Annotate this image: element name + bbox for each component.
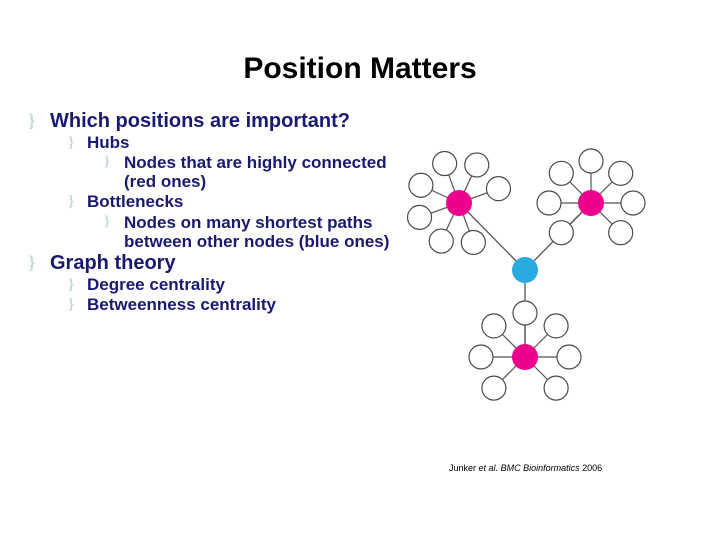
citation-year: 2006 [582,463,603,473]
network-node-satellite[interactable] [556,344,582,370]
bullet-marker-icon: } [68,134,75,152]
bullet-text: Nodes on many shortest paths between oth… [124,212,390,251]
bullet-marker-icon: } [28,252,36,274]
network-node-satellite[interactable] [408,172,434,198]
bullet-marker-icon: } [104,213,110,230]
bullet-text: Nodes that are highly connected (red one… [124,153,387,192]
bullet-marker-icon: } [68,275,75,293]
bullet-text: Hubs [87,133,130,153]
network-node-satellite[interactable] [406,204,433,230]
bullet-item-bottlenecks: } Bottlenecks [68,192,418,211]
network-node-hub[interactable]: hub node (red) [578,190,604,216]
network-node-satellite[interactable] [608,160,634,186]
network-node-satellite[interactable] [464,152,490,178]
bullet-text: Betweenness centrality [87,295,276,314]
bullet-text: Degree centrality [87,274,225,294]
bullet-item-hubs: } Hubs [68,133,418,152]
network-graph-svg: hub node (red) hub node (red) hub node (re… [406,148,646,401]
bullet-item-degree-centrality: } Degree centrality [68,275,418,294]
network-node-bottleneck[interactable]: bottleneck node (blue) [512,257,538,283]
network-node-hub[interactable]: hub node (red) [446,190,472,216]
network-node-satellite[interactable] [536,190,562,216]
network-edge-backbone [458,202,526,271]
bullet-text: Which positions are important? [50,110,351,132]
bullet-item-which-positions: } Which positions are important? [28,110,418,132]
network-node-hub[interactable]: hub node (red) [512,344,538,370]
network-node-satellite[interactable] [543,375,569,401]
network-nodes-layer: hub node (red) hub node (red) hub node (re… [406,148,646,401]
page-title: Position Matters [243,52,477,85]
network-node-satellite[interactable] [543,313,569,339]
citation-etal: et al. [478,463,499,473]
bullet-marker-icon: } [28,111,36,132]
network-node-satellite[interactable] [548,220,574,246]
network-node-satellite[interactable] [481,313,507,339]
bullet-marker-icon: } [104,154,110,171]
network-node-satellite[interactable] [578,148,604,174]
bullet-item-bottlenecks-detail: } Nodes on many shortest paths between o… [104,213,418,251]
citation-author: Junker [449,463,477,473]
network-node-satellite[interactable] [485,176,512,202]
network-node-satellite[interactable] [468,344,494,370]
network-node-satellite[interactable] [512,300,538,326]
citation-text: Junker et al. BMC Bioinformatics 2006 [449,463,602,473]
bullet-marker-icon: } [68,296,75,313]
network-node-satellite[interactable] [460,229,486,256]
network-node-satellite[interactable] [432,150,458,177]
bullet-text: Graph theory [50,251,176,274]
network-node-satellite[interactable] [608,220,634,246]
bullet-text: Bottlenecks [87,192,184,212]
network-diagram: hub node (red) hub node (red) hub node (re… [396,138,716,406]
network-node-satellite[interactable] [428,228,454,254]
citation-journal: BMC Bioinformatics [500,463,580,473]
network-node-satellite[interactable] [620,190,646,216]
bullet-item-hubs-detail: } Nodes that are highly connected (red o… [104,153,418,191]
network-node-satellite[interactable] [481,375,507,401]
bullet-marker-icon: } [68,193,75,211]
bullet-item-graph-theory: } Graph theory [28,252,418,274]
bullet-item-betweenness-centrality: } Betweenness centrality [68,295,418,314]
bullet-list: } Which positions are important? } Hubs … [28,110,418,315]
network-node-satellite[interactable] [548,160,574,186]
